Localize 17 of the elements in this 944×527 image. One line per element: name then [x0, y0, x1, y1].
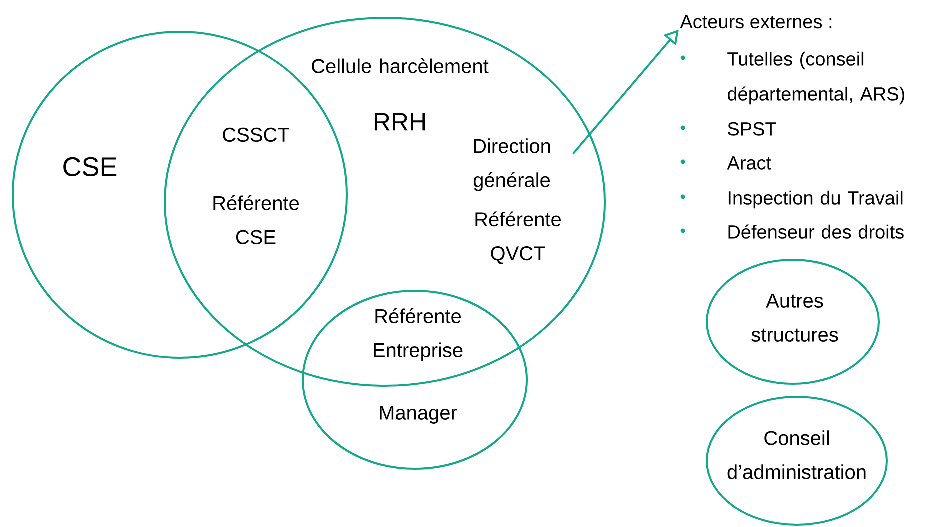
- node-label: CSE: [64, 157, 117, 177]
- node-label: Cellule harcèlement: [312, 58, 489, 74]
- list-item: Aract: [727, 156, 772, 170]
- node-label: Référente QVCT: [476, 212, 562, 264]
- node-label: Autres structures: [752, 294, 838, 342]
- region-label: Référente CSE: [214, 196, 300, 244]
- node-label: RRH: [374, 113, 426, 131]
- list-item: Tutelles (conseil départemental, ARS): [728, 52, 904, 105]
- region-label: Référente Entreprise: [374, 308, 463, 362]
- node-label: Manager: [380, 406, 458, 424]
- region-label: CSSCT: [223, 128, 290, 142]
- list-item: SPST: [728, 122, 776, 136]
- list-item: Défenseur des droits: [728, 224, 904, 239]
- list-item: Inspection du Travail: [728, 190, 903, 209]
- list-heading: Acteurs externes :: [680, 15, 832, 29]
- node-label: Conseil d’administration: [728, 430, 866, 480]
- node-label: Direction générale: [474, 138, 550, 192]
